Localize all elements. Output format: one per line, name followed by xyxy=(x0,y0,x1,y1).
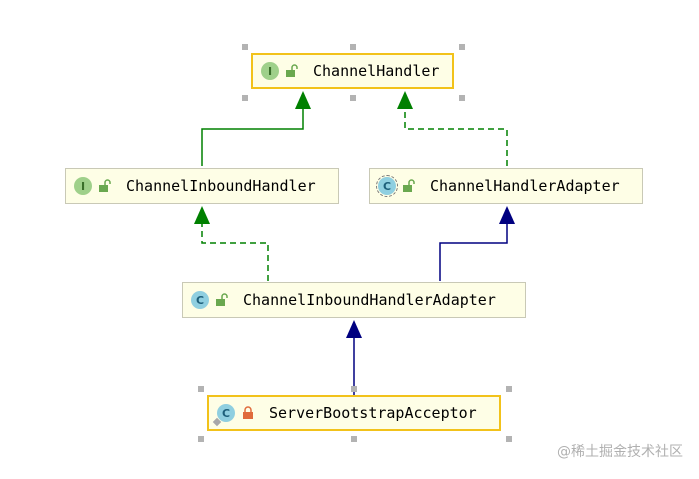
class-kind-letter: C xyxy=(221,406,231,420)
selection-handle[interactable] xyxy=(198,436,204,442)
arrowhead-handler-left xyxy=(295,91,311,109)
lock-open-icon xyxy=(99,179,111,192)
watermark: @稀土掘金技术社区 xyxy=(557,444,683,460)
selection-handle[interactable] xyxy=(350,44,356,50)
class-name: ChannelInboundHandler xyxy=(126,177,316,195)
class-name: ChannelHandlerAdapter xyxy=(430,177,620,195)
selection-handle[interactable] xyxy=(242,44,248,50)
lock-open-icon xyxy=(403,179,415,192)
selection-handle[interactable] xyxy=(351,436,357,442)
node-server-bootstrap-acceptor[interactable]: C ServerBootstrapAcceptor xyxy=(207,395,501,431)
lock-open-icon xyxy=(216,293,228,306)
node-channel-inbound-handler[interactable]: I ChannelInboundHandler xyxy=(65,168,339,204)
interface-icon: I xyxy=(74,177,92,195)
class-name: ChannelHandler xyxy=(313,62,440,80)
selection-handle[interactable] xyxy=(198,386,204,392)
node-channel-handler[interactable]: I ChannelHandler xyxy=(251,53,454,89)
selection-handle[interactable] xyxy=(459,44,465,50)
node-channel-inbound-handler-adapter[interactable]: C ChannelInboundHandlerAdapter xyxy=(182,282,526,318)
selection-handle[interactable] xyxy=(351,386,357,392)
static-badge-icon xyxy=(212,417,222,427)
arrowhead-adapter xyxy=(499,206,515,224)
interface-icon: I xyxy=(261,62,279,80)
arrowhead-inbound-adapter xyxy=(346,320,362,338)
static-class-icon: C xyxy=(212,404,235,427)
class-name: ChannelInboundHandlerAdapter xyxy=(243,291,496,309)
arrowhead-inbound xyxy=(194,206,210,224)
lock-private-icon xyxy=(243,406,253,419)
arrowhead-handler-right xyxy=(397,91,413,109)
abstract-class-icon: C xyxy=(376,175,398,197)
class-icon: C xyxy=(191,291,209,309)
node-channel-handler-adapter[interactable]: C ChannelHandlerAdapter xyxy=(369,168,643,204)
selection-handle[interactable] xyxy=(242,95,248,101)
selection-handle[interactable] xyxy=(350,95,356,101)
edge-inbound-adapter-to-inbound xyxy=(201,224,269,281)
edge-adapter-to-handler xyxy=(404,109,508,166)
selection-handle[interactable] xyxy=(506,436,512,442)
edge-inbound-adapter-to-adapter xyxy=(439,224,508,281)
edge-inbound-to-handler xyxy=(201,109,304,166)
selection-handle[interactable] xyxy=(506,386,512,392)
lock-open-icon xyxy=(286,64,298,77)
class-name: ServerBootstrapAcceptor xyxy=(269,404,477,422)
selection-handle[interactable] xyxy=(459,95,465,101)
